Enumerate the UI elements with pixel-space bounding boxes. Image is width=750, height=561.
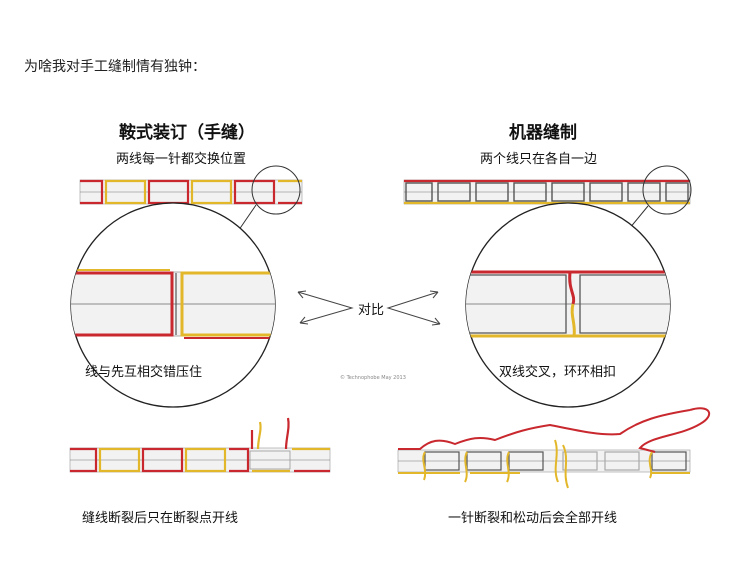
left-title: 鞍式装订（手缝） [119,123,255,143]
credit-text: © Technophobe May 2013 [340,375,406,381]
right-broken-label: 一针断裂和松动后会全部开线 [448,511,618,526]
right-title: 机器缝制 [509,123,577,143]
intro-text: 为啥我对手工缝制情有独钟： [24,59,206,75]
left-zoom-circle [70,202,276,408]
right-subtitle: 两个线只在各自一边 [480,152,598,167]
left-zoom-label: 线与先互相交错压住 [85,365,203,380]
right-zoom-label: 双线交叉，环环相扣 [499,365,617,380]
right-top-strip [403,165,692,241]
compare-label: 对比 [358,303,385,318]
compare-arrows [297,290,441,326]
right-broken-strip [397,407,711,489]
left-subtitle: 两线每一针都交换位置 [116,152,247,167]
left-broken-label: 缝线断裂后只在断裂点开线 [82,511,239,526]
left-broken-strip [69,417,331,473]
right-zoom-circle [465,202,671,408]
